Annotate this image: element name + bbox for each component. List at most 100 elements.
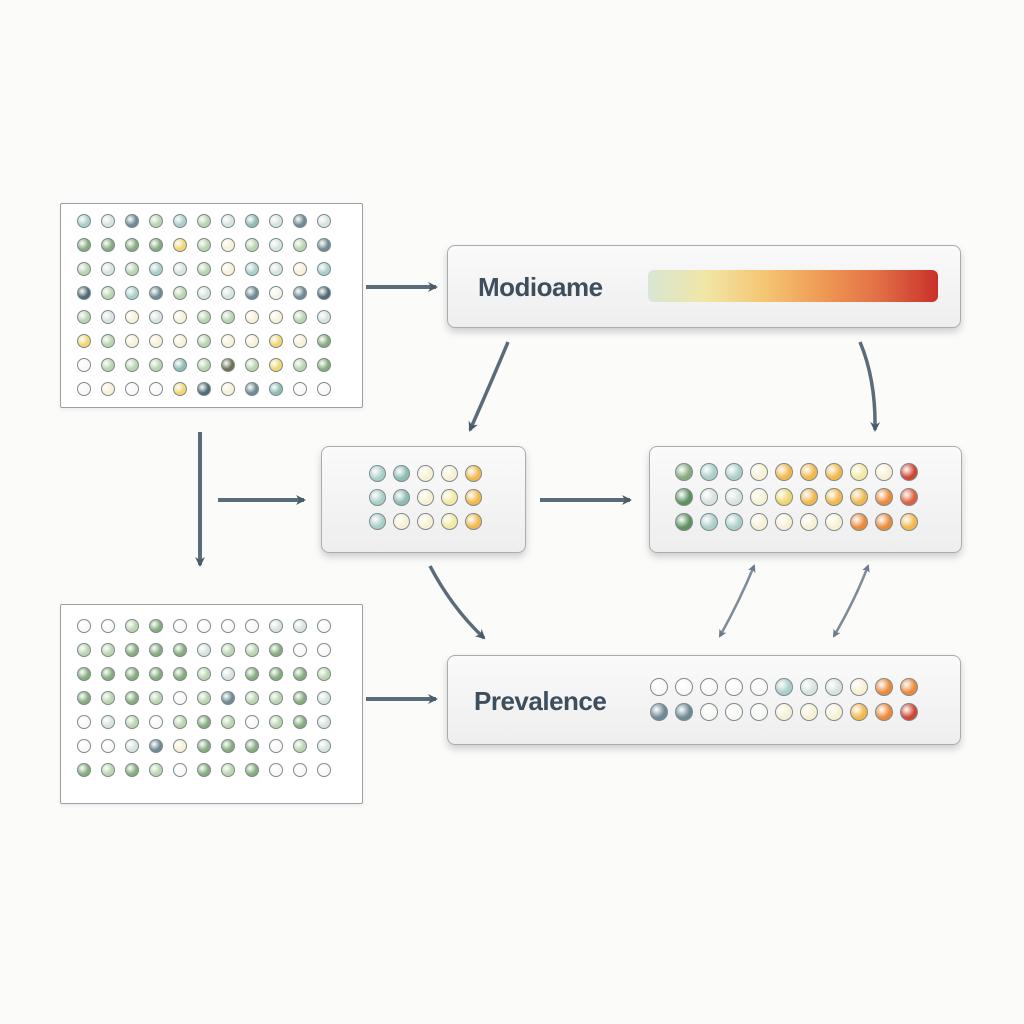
well-dot [197,715,211,729]
well-dot [125,619,139,633]
well-dot [221,643,235,657]
well-dot [465,489,482,506]
well-dot [125,691,139,705]
well-dot [441,489,458,506]
panel-small-grid [369,465,482,530]
well-dot [125,763,139,777]
well-dot [197,763,211,777]
well-dot [293,286,307,300]
well-dot [149,358,163,372]
well-dot [750,513,768,531]
well-dot [269,334,283,348]
well-dot [317,715,331,729]
well-dot [149,334,163,348]
well-dot [393,489,410,506]
well-dot [775,703,793,721]
well-dot [221,619,235,633]
well-dot [750,703,768,721]
well-dot [269,691,283,705]
well-dot [700,703,718,721]
well-dot [245,310,259,324]
well-dot [900,463,918,481]
well-dot [197,214,211,228]
well-dot [293,691,307,705]
well-dot [173,643,187,657]
panel-prevalence-grid [650,678,918,721]
well-dot [125,667,139,681]
panel-small [321,446,526,553]
well-dot [149,763,163,777]
well-dot [125,262,139,276]
well-dot [245,739,259,753]
well-dot [149,310,163,324]
well-dot [245,262,259,276]
well-dot [825,703,843,721]
plate-bottom [60,604,363,804]
well-dot [441,513,458,530]
well-dot [173,619,187,633]
well-dot [825,678,843,696]
well-dot [725,488,743,506]
well-dot [725,703,743,721]
well-dot [101,310,115,324]
well-dot [900,703,918,721]
well-dot [173,310,187,324]
well-dot [245,286,259,300]
well-dot [245,763,259,777]
well-dot [77,691,91,705]
well-dot [125,739,139,753]
well-dot [800,678,818,696]
well-dot [101,619,115,633]
well-dot [850,678,868,696]
well-dot [149,667,163,681]
well-dot [441,465,458,482]
well-dot [245,214,259,228]
well-dot [77,763,91,777]
prevalence-gradient-bar [648,270,938,302]
well-dot [77,262,91,276]
well-dot [101,214,115,228]
well-dot [900,678,918,696]
well-dot [101,643,115,657]
well-dot [125,214,139,228]
well-dot [850,488,868,506]
well-dot [197,667,211,681]
arrow-small-panel-to-prevalence [428,565,486,640]
well-dot [825,488,843,506]
well-dot [77,334,91,348]
well-dot [221,739,235,753]
well-dot [173,358,187,372]
well-dot [317,763,331,777]
well-dot [269,715,283,729]
well-dot [77,286,91,300]
well-dot [149,382,163,396]
well-dot [675,513,693,531]
well-dot [245,619,259,633]
well-dot [269,382,283,396]
well-dot [125,238,139,252]
well-dot [650,678,668,696]
well-dot [800,463,818,481]
well-dot [125,334,139,348]
well-dot [850,513,868,531]
well-dot [245,691,259,705]
well-dot [317,262,331,276]
well-dot [293,763,307,777]
well-dot [269,739,283,753]
well-dot [245,358,259,372]
well-dot [465,465,482,482]
well-dot [700,678,718,696]
arrow-right-prevalence-link-1 [718,564,756,638]
well-dot [750,463,768,481]
well-dot [293,667,307,681]
well-dot [149,643,163,657]
well-dot [173,214,187,228]
well-dot [197,262,211,276]
well-dot [825,513,843,531]
well-dot [725,513,743,531]
well-dot [173,334,187,348]
panel-prevalence: Prevalence [447,655,961,745]
well-dot [125,358,139,372]
well-dot [77,382,91,396]
